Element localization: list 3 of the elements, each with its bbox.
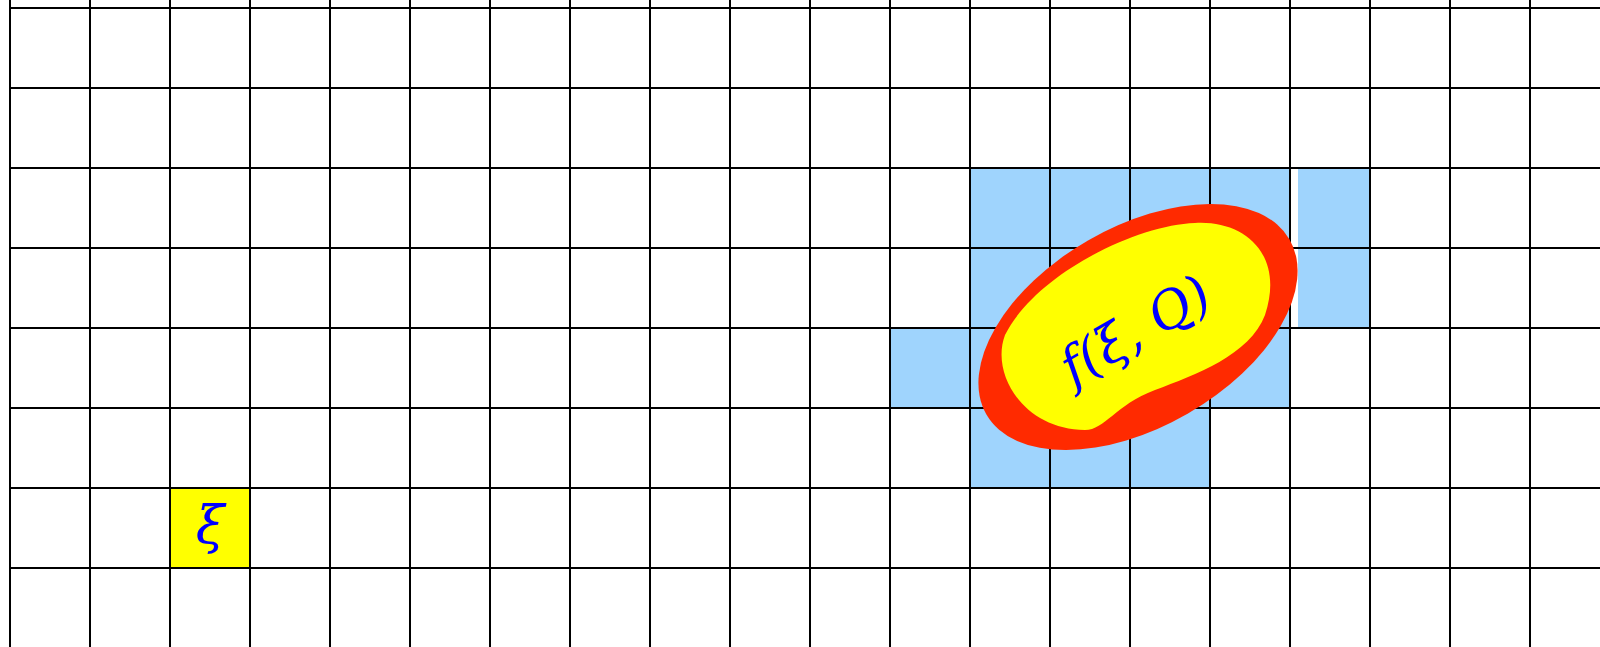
math-label: ξ: [195, 495, 225, 555]
highlighted-cell: [171, 489, 249, 567]
math-label: f(ξ, Q): [1048, 263, 1222, 397]
